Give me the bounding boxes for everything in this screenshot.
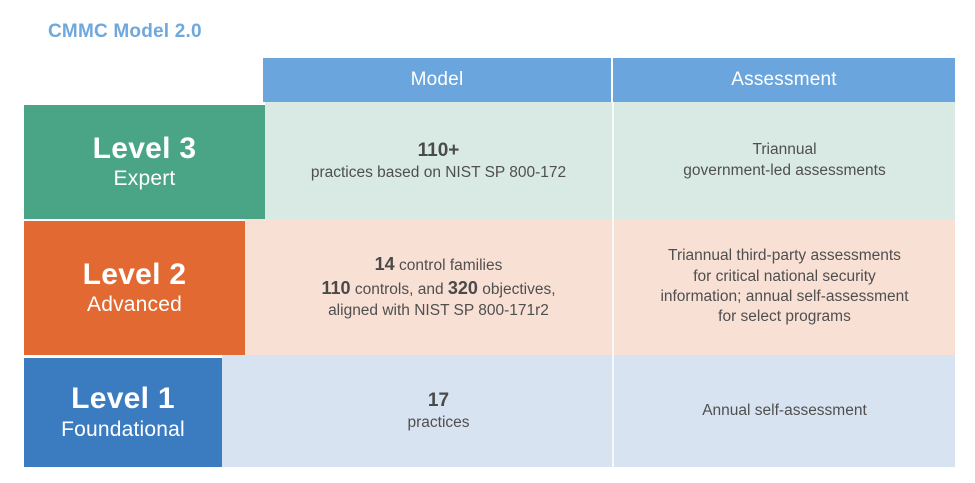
model-text-objectives: objectives, xyxy=(482,280,556,298)
level-tier-level1: Foundational xyxy=(61,417,185,441)
column-divider xyxy=(612,102,614,219)
model-number-110: 110 xyxy=(321,277,351,298)
header-divider xyxy=(611,58,613,102)
level-badge-level1: Level 1 Foundational xyxy=(24,358,222,467)
assessment-line-2-level2: for critical national security xyxy=(693,267,876,285)
cell-model-level2: 14 control families 110 controls, and 32… xyxy=(265,219,612,355)
column-header-model: Model xyxy=(263,58,611,102)
model-line-1-level2: 14 control families xyxy=(375,253,503,277)
level-name-level1: Level 1 xyxy=(71,382,175,416)
column-divider xyxy=(612,219,614,355)
row-background-level3 xyxy=(265,102,955,219)
level-badge-level2: Level 2 Advanced xyxy=(24,221,245,355)
model-line-2-level2: 110 controls, and 320 objectives, xyxy=(321,277,555,301)
row-background-level1 xyxy=(222,355,955,467)
level-tier-level2: Advanced xyxy=(86,293,182,317)
model-detail-level3: practices based on NIST SP 800-172 xyxy=(310,163,567,181)
cell-assessment-level2: Triannual third-party assessments for cr… xyxy=(614,219,955,355)
cell-model-level3: 110+ practices based on NIST SP 800-172 xyxy=(265,102,612,219)
cell-assessment-level1: Annual self-assessment xyxy=(614,355,955,467)
model-line-3-level2: aligned with NIST SP 800-171r2 xyxy=(328,301,549,319)
level-badge-level3: Level 3 Expert xyxy=(24,105,265,219)
column-divider xyxy=(612,355,614,467)
cell-assessment-level3: Triannual government-led assessments xyxy=(614,102,955,219)
assessment-line-2-level3: government-led assessments xyxy=(683,161,886,179)
assessment-line-4-level2: for select programs xyxy=(718,308,851,326)
model-headline-level3: 110+ xyxy=(417,139,460,161)
table-row: 17 practices Annual self-assessment xyxy=(0,355,975,467)
page-title: CMMC Model 2.0 xyxy=(48,21,202,42)
model-number-14: 14 xyxy=(374,254,395,275)
cell-model-level1: 17 practices xyxy=(265,355,612,467)
model-headline-level1: 17 xyxy=(427,390,450,412)
model-number-320: 320 xyxy=(447,277,478,298)
row-background-level2 xyxy=(245,219,955,355)
model-text-controls-and: controls, and xyxy=(354,280,444,298)
model-detail-level1: practices xyxy=(407,414,470,432)
model-text-control-families: control families xyxy=(398,257,503,275)
assessment-line-1-level2: Triannual third-party assessments xyxy=(668,247,901,265)
table-row: 110+ practices based on NIST SP 800-172 … xyxy=(0,102,975,219)
assessment-line-3-level2: information; annual self-assessment xyxy=(660,288,909,305)
level-name-level2: Level 2 xyxy=(82,257,187,291)
assessment-line-1-level3: Triannual xyxy=(752,141,817,159)
table-row: 14 control families 110 controls, and 32… xyxy=(0,219,975,355)
assessment-line-1-level1: Annual self-assessment xyxy=(702,401,867,419)
table-header: Model Assessment xyxy=(263,58,955,102)
level-name-level3: Level 3 xyxy=(92,131,197,165)
column-header-assessment: Assessment xyxy=(613,58,955,102)
level-tier-level3: Expert xyxy=(113,167,176,191)
